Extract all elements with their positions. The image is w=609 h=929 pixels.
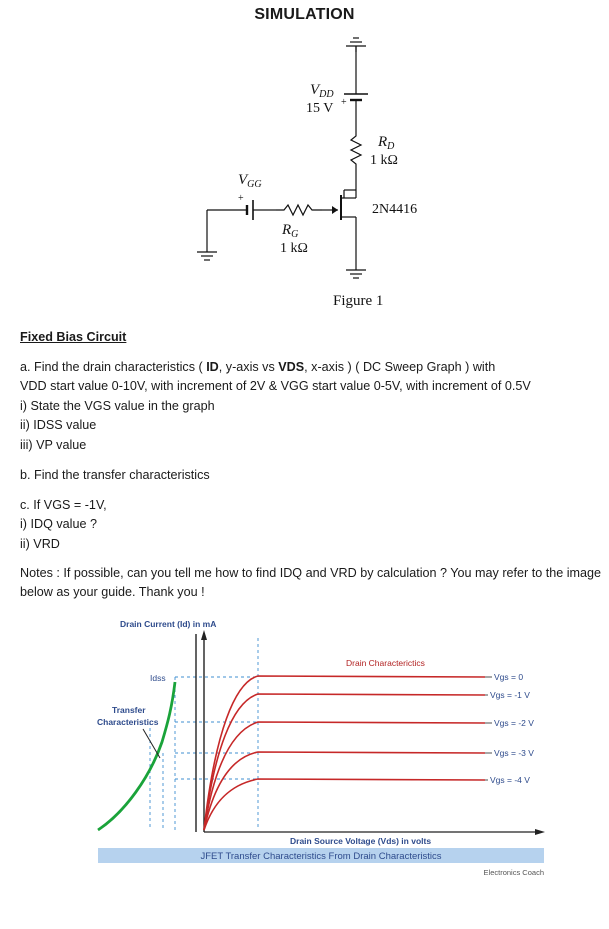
vdd-value: 15 V [306, 101, 333, 116]
transfer-label-1: Transfer [112, 705, 146, 715]
vgs-labels: Vgs = 0 Vgs = -1 V Vgs = -2 V Vgs = -3 V… [485, 672, 534, 785]
vdd-label: VDD [310, 82, 334, 100]
vgs-label-4: Vgs = -4 V [490, 775, 530, 785]
circuit-schematic: VDD 15 V + RD 1 kΩ VGG + RG 1 kΩ 2N4416 … [197, 37, 417, 309]
banner-text: JFET Transfer Characteristics From Drain… [200, 851, 441, 862]
part-c-ii: ii) VRD [20, 537, 60, 551]
vgs-label-2: Vgs = -2 V [494, 718, 534, 728]
idss-label: Idss [150, 673, 166, 683]
y-axis-arrow [201, 630, 207, 640]
vgs-label-0: Vgs = 0 [494, 672, 523, 682]
credit-text: Electronics Coach [484, 868, 544, 877]
vdd-plus-sign: + [341, 97, 347, 108]
rg-label: RG [281, 222, 298, 240]
part-b: b. Find the transfer characteristics [20, 468, 210, 482]
section-heading: Fixed Bias Circuit [20, 330, 127, 344]
vgs-label-1: Vgs = -1 V [490, 690, 530, 700]
vgs-label-3: Vgs = -3 V [494, 748, 534, 758]
part-c-i: i) IDQ value ? [20, 517, 97, 531]
part-a-line-2: VDD start value 0-10V, with increment of… [20, 379, 531, 393]
x-axis-label: Drain Source Voltage (Vds) in volts [290, 836, 431, 846]
rd-value: 1 kΩ [370, 153, 398, 168]
notes-paragraph: Notes : If possible, can you tell me how… [20, 566, 602, 599]
transistor-label: 2N4416 [372, 202, 417, 217]
rg-value: 1 kΩ [280, 241, 308, 256]
part-a-ii: ii) IDSS value [20, 418, 97, 432]
part-a-i: i) State the VGS value in the graph [20, 399, 215, 413]
transfer-curve [97, 681, 177, 832]
banner-background [98, 848, 544, 863]
x-axis-arrow [535, 829, 545, 835]
transfer-label-2: Characteristics [97, 717, 159, 727]
transfer-pointer [142, 728, 161, 759]
part-a-line-1: a. Find the drain characteristics ( ID, … [20, 360, 496, 374]
part-c: c. If VGS = -1V, [20, 498, 107, 512]
figure-label: Figure 1 [333, 293, 383, 309]
jfet-characteristics-graph: Drain Current (Id) in mA Idss Transfer C… [97, 619, 545, 877]
vgg-label: VGG [238, 172, 262, 190]
rd-label: RD [377, 134, 395, 152]
part-a-iii: iii) VP value [20, 438, 87, 452]
vgg-plus-sign: + [238, 193, 244, 204]
drain-curves [203, 675, 486, 831]
drain-characteristics-title: Drain Characterictics [346, 658, 425, 668]
page-title: SIMULATION [254, 6, 355, 23]
y-axis-label: Drain Current (Id) in mA [120, 619, 216, 629]
